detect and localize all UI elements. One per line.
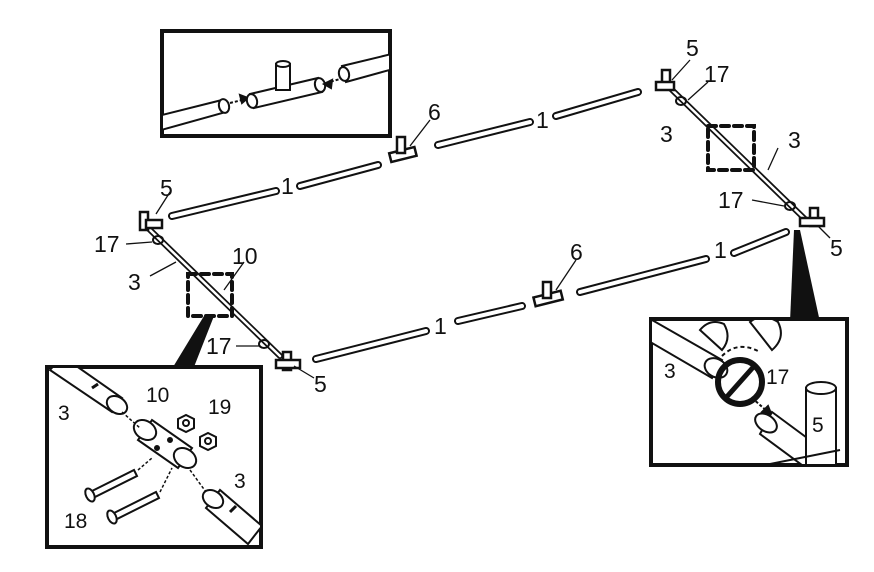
side-rod-right	[665, 83, 811, 225]
label-pole-c: 1	[434, 313, 447, 339]
label-pole-b: 1	[536, 107, 549, 133]
corner-connector-right-bottom	[798, 206, 826, 228]
detail-box-right	[706, 124, 756, 172]
label-coupler-a: 10	[232, 243, 258, 269]
label-hook-ring-d: 17	[718, 187, 744, 213]
frame-main	[138, 68, 826, 372]
side-rod-left	[145, 225, 283, 359]
label-side-rod-d: 3	[58, 402, 70, 425]
main-labels: 5 17 3 10 17 5 1 6 1 1 6 1 5 17 3 3 17 5	[94, 35, 843, 397]
label-pole-a: 1	[281, 173, 294, 199]
callout-pointer-left	[170, 316, 214, 372]
detail-box-left	[186, 272, 234, 318]
label-corner-connector-c: 5	[686, 35, 699, 61]
label-pole-d: 1	[714, 237, 727, 263]
pole-bottom-right	[576, 228, 790, 296]
label-tee-connector-b: 6	[570, 239, 583, 265]
tee-connector-top	[387, 135, 419, 164]
label-hook-ring-b: 17	[206, 333, 232, 359]
label-bolt: 18	[64, 510, 87, 533]
hook-ring-clips	[152, 96, 796, 349]
pole-bottom-left	[312, 302, 526, 363]
label-hook-ring-e: 17	[766, 366, 789, 389]
label-side-rod-b: 3	[660, 121, 673, 147]
pole-top-left	[168, 161, 382, 220]
label-side-rod-f: 3	[664, 360, 676, 383]
label-tee-connector-a: 6	[428, 99, 441, 125]
label-nut: 19	[208, 396, 231, 419]
inset-ring-clip-detail: 3 17 5	[649, 317, 849, 467]
corner-connector-left-top	[138, 210, 164, 232]
label-corner-connector-b: 5	[314, 371, 327, 397]
label-corner-connector-a: 5	[160, 175, 173, 201]
label-corner-connector-e: 5	[812, 414, 824, 437]
corner-connector-left-bottom	[274, 350, 302, 372]
tee-connector-bottom	[531, 280, 565, 308]
label-side-rod-e: 3	[234, 470, 246, 493]
inset-tee-connector-detail	[160, 29, 392, 138]
label-hook-ring-c: 17	[704, 61, 730, 87]
pole-top-right	[434, 88, 642, 149]
label-side-rod-a: 3	[128, 269, 141, 295]
corner-connector-right-top	[654, 68, 676, 92]
inset-coupler-detail: 3 10 19 3 18	[45, 365, 263, 549]
label-corner-connector-d: 5	[830, 235, 843, 261]
label-hook-ring-a: 17	[94, 231, 120, 257]
leader-lines	[125, 59, 831, 379]
label-coupler-b: 10	[146, 384, 169, 407]
callout-pointer-right	[790, 230, 820, 322]
label-side-rod-c: 3	[788, 127, 801, 153]
